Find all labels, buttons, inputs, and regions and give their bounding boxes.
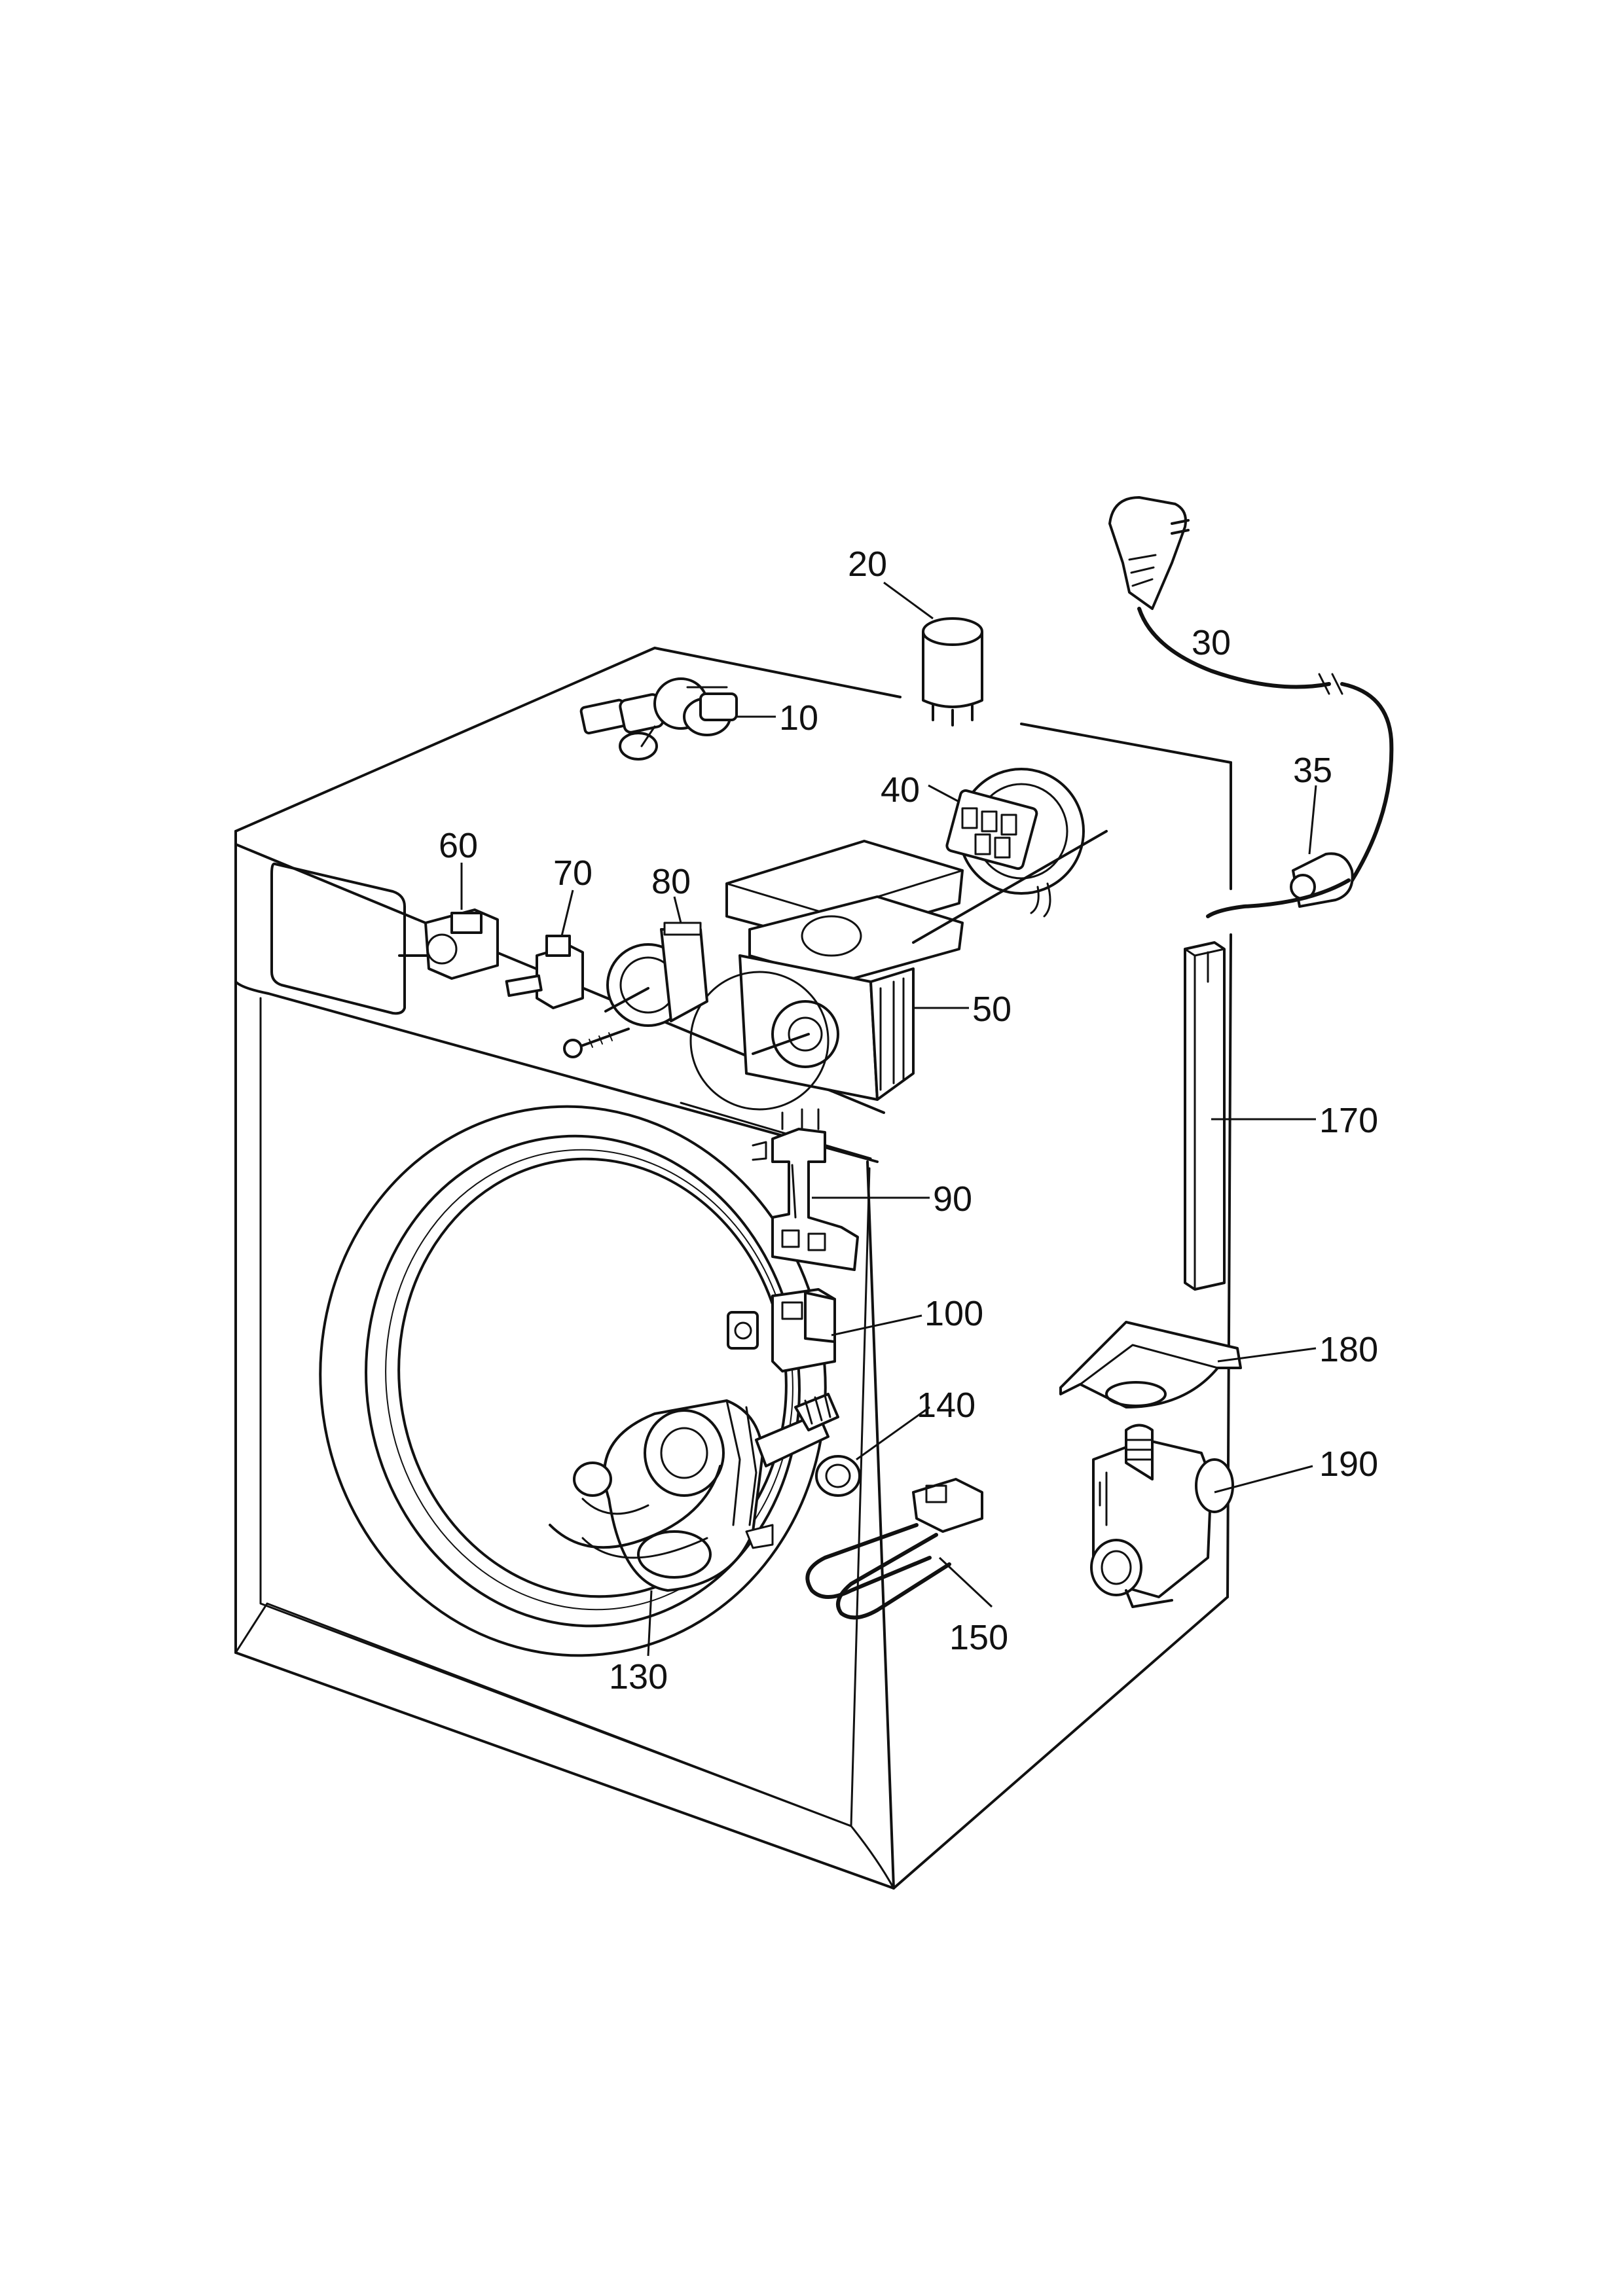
label-40: 40 — [881, 770, 920, 810]
part-180-cover — [1059, 1321, 1317, 1408]
label-10: 10 — [779, 698, 818, 738]
pump-cover-icon — [1059, 1321, 1242, 1408]
part-60-switch — [398, 863, 499, 980]
part-10-inlet-valve — [579, 677, 776, 761]
label-190: 190 — [1319, 1444, 1378, 1484]
part-labels: 10 20 30 35 40 50 60 70 80 90 100 130 14… — [439, 545, 1378, 1696]
screw-icon — [563, 1028, 630, 1058]
drain-pump-icon — [1090, 1424, 1234, 1608]
label-30: 30 — [1192, 623, 1231, 662]
part-100-interlock — [727, 1288, 922, 1372]
label-35: 35 — [1293, 751, 1332, 790]
part-130-motor — [549, 1393, 839, 1657]
cabinet — [234, 647, 1232, 1890]
part-190-pump — [1090, 1424, 1313, 1608]
label-170: 170 — [1319, 1101, 1378, 1140]
label-80: 80 — [651, 862, 691, 901]
part-140-thermostat — [815, 1406, 930, 1497]
motor-icon — [549, 1393, 839, 1592]
wiring-connector-icon — [752, 1108, 859, 1271]
part-90-connector — [752, 1108, 930, 1271]
push-button-switch-icon — [505, 935, 584, 1009]
label-60: 60 — [439, 826, 478, 865]
label-140: 140 — [917, 1386, 976, 1425]
door-interlock-icon — [727, 1288, 836, 1372]
part-70-switch — [505, 889, 584, 1009]
label-20: 20 — [848, 545, 887, 584]
power-cord-icon — [1108, 496, 1394, 882]
label-90: 90 — [933, 1179, 972, 1219]
part-150-heater — [805, 1478, 993, 1620]
label-70: 70 — [553, 853, 593, 893]
selector-switch-icon — [604, 922, 708, 1027]
part-35-cable-clamp — [1206, 785, 1354, 918]
label-150: 150 — [949, 1618, 1008, 1657]
pressure-switch-icon — [945, 768, 1085, 918]
part-20-capacitor — [883, 581, 983, 726]
label-100: 100 — [924, 1294, 983, 1333]
part-30-power-cord — [1108, 496, 1394, 882]
cable-channel-icon — [1184, 941, 1226, 1291]
label-50: 50 — [972, 990, 1012, 1029]
cable-clamp-icon — [1206, 852, 1354, 918]
programme-timer-icon — [689, 830, 1108, 1111]
label-180: 180 — [1319, 1330, 1378, 1369]
part-50-timer — [689, 830, 1108, 1111]
thermostat-icon — [815, 1455, 861, 1497]
water-inlet-valve-icon — [579, 677, 738, 761]
label-130: 130 — [609, 1657, 668, 1696]
part-80-selector — [563, 896, 708, 1058]
capacitor-icon — [922, 617, 983, 726]
heating-element-icon — [805, 1478, 983, 1620]
push-button-switch-icon — [398, 908, 499, 980]
part-170-channel — [1184, 941, 1316, 1291]
